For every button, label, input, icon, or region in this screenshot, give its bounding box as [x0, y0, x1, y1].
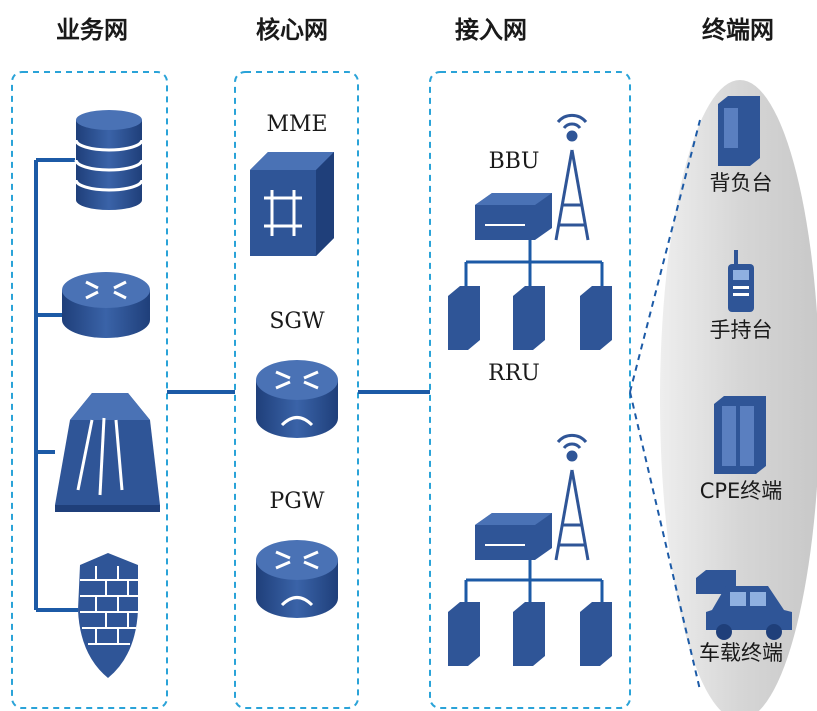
header-access: 接入网 [455, 16, 527, 44]
terminal-dash-line-top [629, 119, 701, 393]
vehicle-terminal-icon [696, 570, 792, 640]
access-connector-1 [464, 240, 604, 290]
database-icon [74, 110, 144, 210]
terminal-dash-line-bottom [629, 391, 701, 691]
firewall-icon [78, 553, 138, 678]
antenna-tower-icon-2 [554, 433, 590, 561]
rru-icon [448, 286, 612, 350]
label-bbu: BBU [489, 149, 540, 174]
handheld-radio-icon [728, 250, 754, 312]
label-mme: MME [266, 112, 327, 137]
header-terminal: 终端网 [702, 16, 774, 44]
bbu-icon [475, 193, 552, 240]
header-business: 业务网 [56, 16, 128, 44]
label-cpe: CPE终端 [700, 479, 783, 503]
rru-icon-2 [448, 602, 612, 666]
label-handheld: 手持台 [710, 318, 773, 342]
access-network-box [429, 71, 631, 709]
label-rru: RRU [488, 361, 540, 386]
label-pgw: PGW [270, 489, 325, 514]
label-vehicle: 车载终端 [699, 641, 783, 665]
antenna-tower-icon [554, 113, 590, 241]
terminal-network-area [660, 80, 817, 711]
mme-icon [250, 152, 334, 256]
label-backpack: 背负台 [710, 171, 773, 195]
access-connector-2 [464, 560, 604, 606]
business-network-box [11, 71, 168, 709]
cpe-device-icon [714, 396, 766, 474]
header-core: 核心网 [256, 16, 328, 44]
pgw-router-icon [256, 540, 338, 618]
bbu-icon-2 [475, 513, 552, 560]
business-connector [34, 158, 78, 612]
backpack-radio-icon [718, 96, 760, 166]
router-icon [62, 272, 150, 338]
switch-icon [55, 393, 160, 512]
label-sgw: SGW [269, 309, 325, 334]
sgw-router-icon [256, 360, 338, 438]
